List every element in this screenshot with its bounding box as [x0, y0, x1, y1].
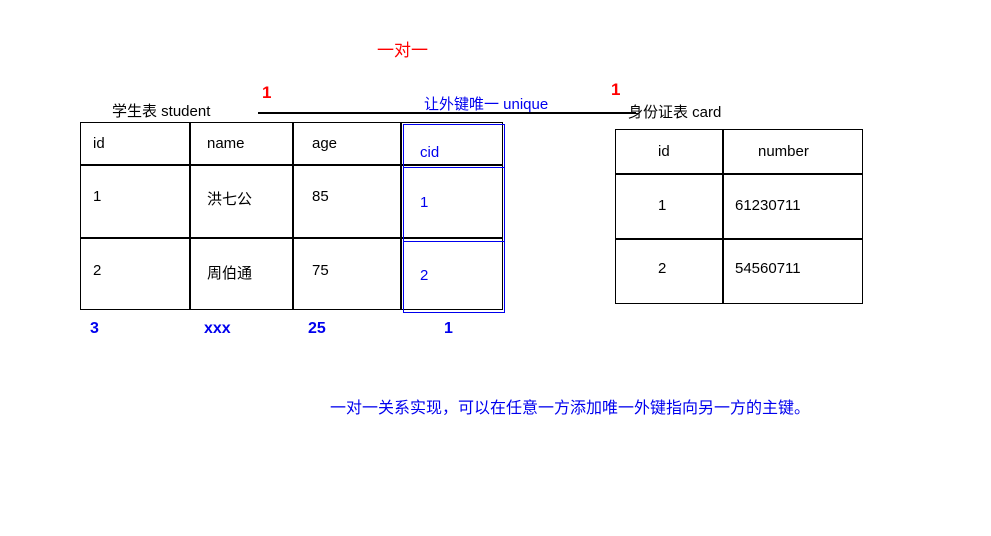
- student-extra-row-cid: 1: [444, 320, 453, 337]
- card-value-number: 54560711: [735, 260, 801, 277]
- student-value-id: 2: [93, 262, 102, 279]
- student-header-label-name: name: [207, 135, 245, 152]
- student-cell-id: [80, 165, 190, 238]
- card-cell-id: [615, 239, 723, 304]
- card-value-id: 2: [658, 260, 667, 277]
- unique-constraint-annotation: 让外键唯一 unique: [424, 96, 549, 113]
- student-extra-row-age: 25: [308, 320, 326, 337]
- relation-connector-line: [258, 112, 636, 114]
- bottom-explanation-note: 一对一关系实现，可以在任意一方添加唯一外键指向另一方的主键。: [330, 400, 811, 417]
- card-header-label-id: id: [658, 143, 670, 160]
- card-cell-number: [723, 174, 863, 239]
- cid-divider: [404, 167, 504, 168]
- card-header-label-number: number: [758, 143, 809, 160]
- card-value-number: 61230711: [735, 197, 801, 214]
- student-value-id: 1: [93, 188, 102, 205]
- student-extra-row-name: xxx: [204, 320, 231, 337]
- student-cell-cid: [401, 238, 503, 310]
- student-header-cell-cid: [401, 122, 503, 165]
- student-extra-row-id: 3: [90, 320, 99, 337]
- cardinality-badge-left: 1: [262, 83, 272, 102]
- student-cell-id: [80, 238, 190, 310]
- student-fk-column-cid: cid 1 2: [403, 124, 505, 313]
- card-header-cell-number: [723, 129, 863, 174]
- student-fk-value: 1: [420, 194, 429, 211]
- student-header-cell-name: [190, 122, 293, 165]
- student-cell-cid: [401, 165, 503, 238]
- card-table-caption: 身份证表 card: [628, 104, 722, 121]
- student-header-cell-id: [80, 122, 190, 165]
- student-cell-name: [190, 165, 293, 238]
- student-header-cell-age: [293, 122, 401, 165]
- student-table-caption: 学生表 student: [112, 103, 211, 120]
- student-value-age: 75: [312, 262, 329, 279]
- student-value-name: 周伯通: [207, 265, 253, 282]
- relation-connector-line-right-segment: [598, 112, 620, 114]
- student-value-age: 85: [312, 188, 329, 205]
- student-value-name: 洪七公: [207, 191, 253, 208]
- card-value-id: 1: [658, 197, 667, 214]
- student-cell-name: [190, 238, 293, 310]
- student-table: id name age 1 洪七公 85 2 周伯通 75: [80, 122, 503, 310]
- student-cell-age: [293, 165, 401, 238]
- card-header-cell-id: [615, 129, 723, 174]
- card-cell-number: [723, 239, 863, 304]
- cid-divider: [404, 241, 504, 242]
- card-table: id number 1 61230711 2 54560711: [615, 129, 863, 304]
- student-fk-header-label: cid: [420, 144, 440, 161]
- student-header-label-age: age: [312, 135, 338, 152]
- diagram-title: 一对一: [377, 41, 428, 60]
- cardinality-badge-right: 1: [611, 80, 621, 99]
- student-header-label-id: id: [93, 135, 105, 152]
- student-fk-value: 2: [420, 267, 429, 284]
- student-cell-age: [293, 238, 401, 310]
- card-cell-id: [615, 174, 723, 239]
